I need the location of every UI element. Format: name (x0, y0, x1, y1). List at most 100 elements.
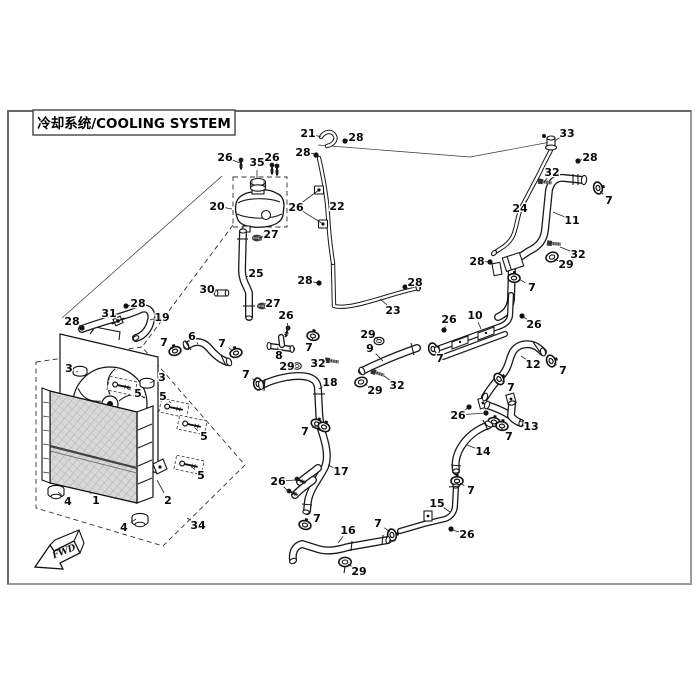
svg-text:26: 26 (264, 151, 280, 164)
svg-text:22: 22 (329, 200, 344, 213)
callout-29: 29 (347, 563, 368, 579)
svg-text:18: 18 (322, 376, 337, 389)
callout-7: 7 (241, 367, 258, 383)
svg-text:7: 7 (305, 341, 313, 354)
callout-30: 30 (198, 282, 216, 298)
callout-7: 7 (553, 362, 568, 378)
svg-text:28: 28 (130, 297, 145, 310)
pipe-sleeve (501, 251, 525, 273)
svg-text:28: 28 (582, 151, 597, 164)
svg-text:26: 26 (450, 409, 466, 422)
flange-icon (353, 375, 369, 389)
title-box (32, 109, 236, 136)
svg-text:26: 26 (288, 201, 304, 214)
callout-7: 7 (518, 278, 537, 295)
title-block: 冷却系统/COOLING SYSTEM (32, 109, 236, 136)
callout-27: 27 (258, 227, 280, 242)
callout-23: 23 (379, 298, 402, 318)
callout-10: 10 (466, 308, 484, 330)
callout-35: 35 (248, 155, 266, 178)
rubber-mount-icon (72, 365, 88, 377)
hose-clamp-icon (544, 352, 561, 369)
svg-text:4: 4 (120, 521, 128, 534)
shroud-bracket (89, 326, 121, 341)
bolt-dot-icon (448, 526, 454, 532)
reservoir-tank (234, 189, 285, 228)
svg-text:28: 28 (469, 255, 484, 268)
radiator-left-tank (41, 387, 51, 484)
svg-text:29: 29 (367, 384, 382, 397)
hose-14 (451, 421, 493, 475)
callout-26: 26 (440, 312, 458, 330)
svg-text:28: 28 (348, 131, 363, 144)
fwd-arrow: FWD (33, 529, 85, 570)
hose-16 (288, 536, 392, 564)
callout-24: 24 (511, 198, 529, 216)
svg-text:11: 11 (564, 214, 579, 227)
svg-text:34: 34 (190, 519, 206, 532)
callout-28: 28 (344, 130, 365, 145)
callout-5: 5 (158, 389, 172, 404)
svg-text:19: 19 (154, 311, 169, 324)
pipe-24 (491, 147, 554, 256)
callout-26: 26 (269, 474, 297, 493)
hose-23 (330, 261, 422, 309)
svg-text:29: 29 (360, 328, 375, 341)
callout-32: 32 (543, 165, 561, 182)
svg-text:29: 29 (558, 258, 573, 271)
callout-25: 25 (245, 266, 265, 281)
hoses (78, 129, 587, 564)
callout-26: 26 (277, 308, 295, 328)
svg-text:7: 7 (505, 430, 513, 443)
callout-26: 26 (287, 189, 324, 225)
svg-text:24: 24 (512, 202, 528, 215)
svg-text:7: 7 (160, 336, 168, 349)
svg-text:15: 15 (429, 497, 444, 510)
callout-14: 14 (466, 444, 492, 459)
callout-28: 28 (577, 150, 599, 165)
hose-21 (318, 129, 338, 149)
reservoir-assembly (234, 177, 285, 233)
svg-text:7: 7 (559, 364, 567, 377)
hose-clamp-icon (297, 516, 314, 532)
fittings (79, 134, 607, 574)
svg-text:7: 7 (313, 512, 321, 525)
fitting-30 (213, 289, 230, 297)
callout-5: 5 (191, 466, 206, 483)
svg-text:26: 26 (526, 318, 542, 331)
callout-5: 5 (194, 427, 209, 444)
callout-7: 7 (459, 482, 476, 498)
radiator-assembly (41, 326, 209, 528)
callout-33: 33 (555, 126, 576, 141)
rubber-foot-icon (47, 484, 65, 500)
callout-7: 7 (500, 379, 516, 395)
callout-1: 1 (88, 490, 101, 508)
callout-28: 28 (294, 145, 316, 160)
svg-text:28: 28 (407, 276, 422, 289)
svg-text:8: 8 (275, 349, 283, 362)
flange-icon (543, 249, 561, 265)
bolt-icon (324, 357, 340, 365)
svg-text:27: 27 (265, 297, 280, 310)
callout-13: 13 (519, 419, 540, 434)
clip-clamp-icon (313, 152, 319, 158)
svg-text:29: 29 (279, 360, 294, 373)
callout-3: 3 (64, 361, 79, 376)
callout-21: 21 (299, 126, 322, 141)
callout-3: 3 (149, 370, 167, 385)
svg-text:33: 33 (559, 127, 574, 140)
callout-7: 7 (217, 336, 234, 352)
drawing-frame (7, 110, 692, 585)
callout-28: 28 (404, 275, 424, 290)
svg-text:7: 7 (218, 337, 226, 350)
callout-32: 32 (309, 356, 328, 371)
callout-6: 6 (187, 329, 199, 344)
svg-text:2: 2 (164, 494, 172, 507)
svg-text:4: 4 (64, 495, 72, 508)
callout-7: 7 (599, 190, 614, 208)
svg-text:32: 32 (544, 166, 559, 179)
callout-29: 29 (359, 327, 379, 342)
pipe-15 (396, 482, 460, 535)
callout-26: 26 (263, 150, 281, 167)
svg-text:26: 26 (270, 475, 286, 488)
